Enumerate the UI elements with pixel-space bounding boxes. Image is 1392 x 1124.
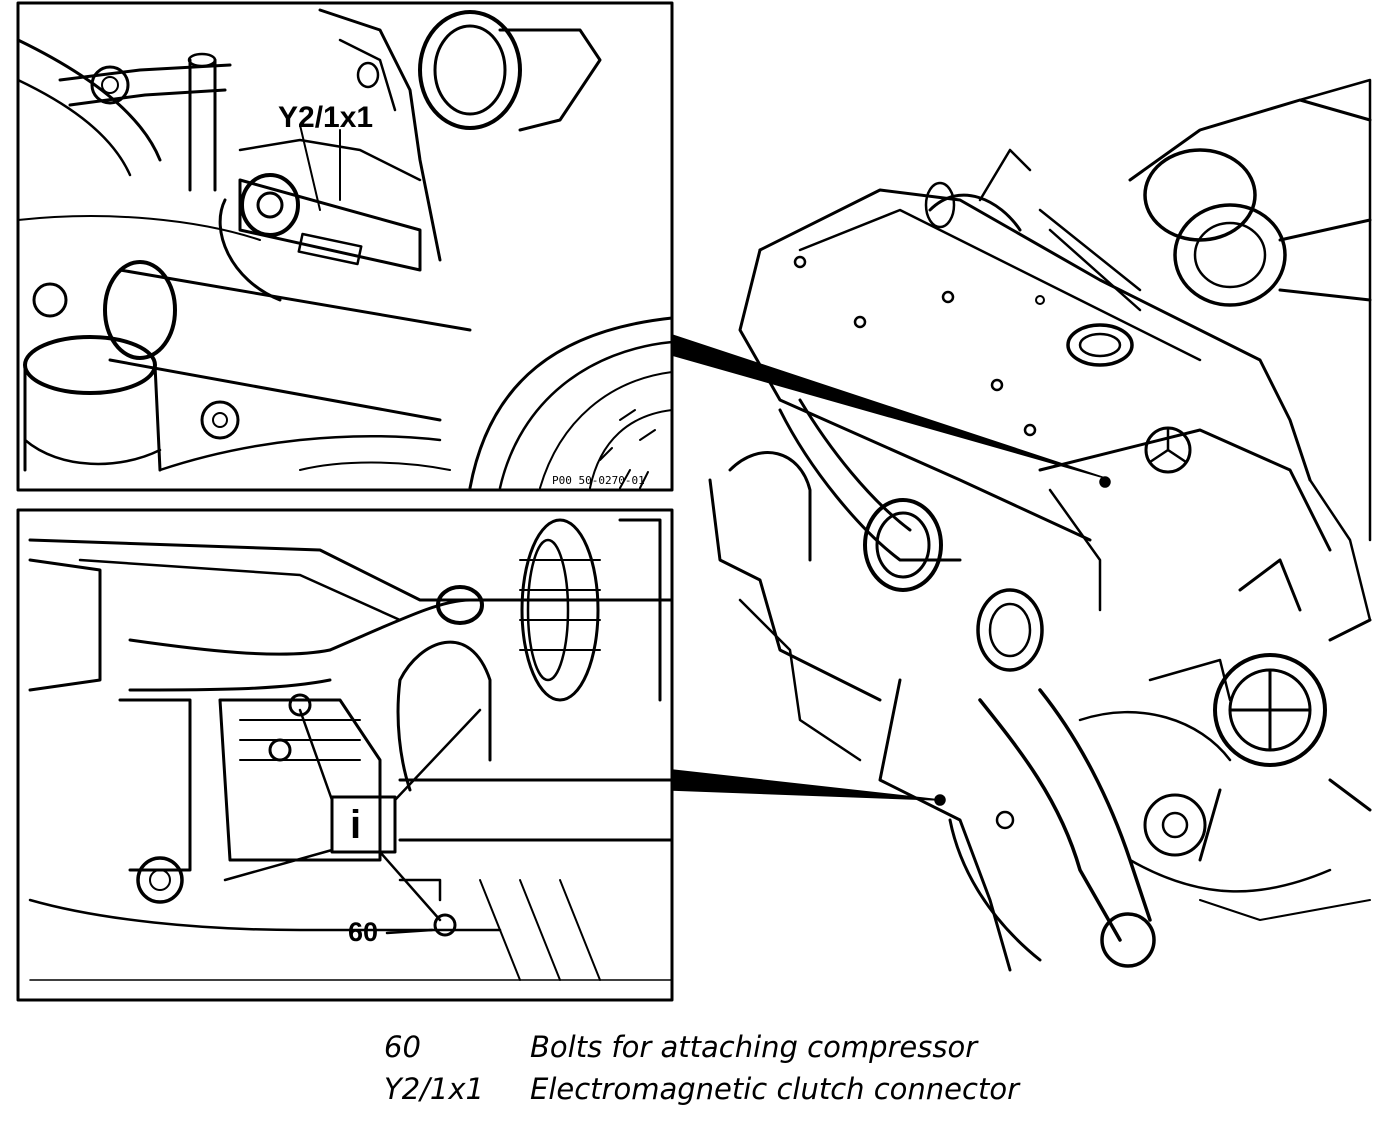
bolts-callout-label: 60 <box>348 917 378 947</box>
legend-code: Y2/1x1 <box>384 1072 484 1106</box>
bottom-leader-wedge <box>671 769 941 801</box>
legend-description: Bolts for attaching compressor <box>530 1030 978 1064</box>
top-leader-wedge <box>671 334 1106 479</box>
connector-callout-label: Y2/1x1 <box>278 101 373 134</box>
figure-code: P00 50-0270-01 <box>552 474 645 487</box>
bottom-detail-panel <box>16 508 674 1002</box>
engine-illustration <box>708 78 1372 972</box>
legend-description: Electromagnetic clutch connector <box>530 1072 1020 1106</box>
info-symbol: i <box>350 803 361 847</box>
legend-code: 60 <box>384 1030 421 1064</box>
top-detail-panel <box>16 1 674 492</box>
